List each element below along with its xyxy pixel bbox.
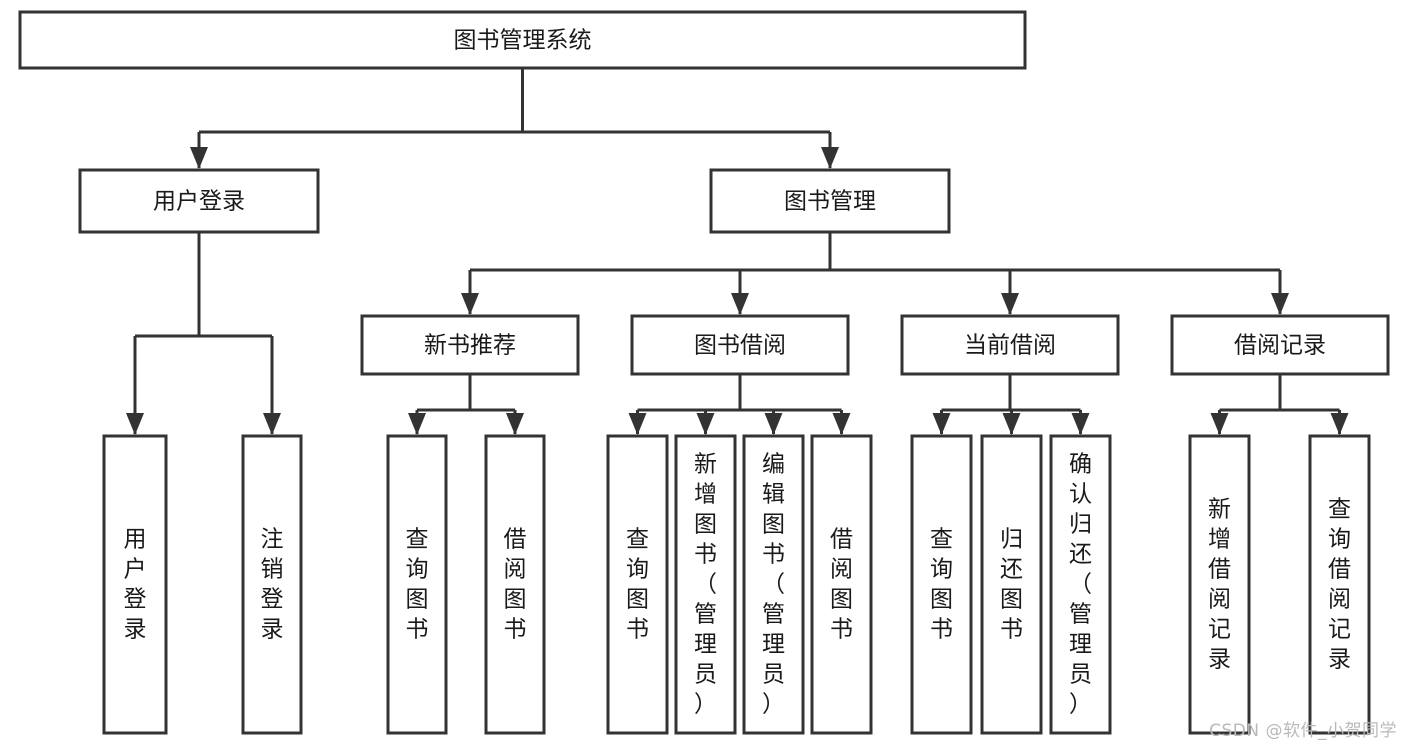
root-node-label: 图书管理系统 [454,28,592,54]
arrow-head-icon [932,413,951,435]
leaf-node-5[interactable]: 查询图书 [606,434,669,735]
connector-layer [126,68,1349,435]
arrow-head-icon [506,413,524,435]
node-layer: 图书管理系统用户登录图书管理新书推荐图书借阅当前借阅借阅记录用户登录注销登录查询… [18,10,1390,735]
level3-node-label: 借阅记录 [1234,333,1326,359]
arrow-head-icon [731,293,749,315]
leaf-node-box[interactable] [1308,434,1371,735]
leaf-node-7[interactable]: 编辑图书（管理员） [742,434,805,735]
arrow-head-icon [263,413,281,435]
arrow-head-icon [461,293,479,315]
leaf-node-box[interactable] [980,434,1043,735]
leaf-node-box[interactable] [674,434,737,735]
leaf-node-label: 借阅图书 [830,526,853,642]
leaf-node-box[interactable] [910,434,973,735]
leaf-node-12[interactable]: 新增借阅记录 [1188,434,1251,735]
leaf-node-box[interactable] [484,434,546,735]
arrow-head-icon [1330,413,1349,435]
arrow-head-icon [764,413,783,435]
leaf-node-label: 归还图书 [1000,526,1023,642]
level3-node-box[interactable] [360,314,580,376]
leaf-node-3[interactable]: 查询图书 [386,434,448,735]
arrow-head-icon [126,413,144,435]
leaf-node-1[interactable]: 用户登录 [102,434,168,735]
level3-node-label: 新书推荐 [424,333,516,359]
arrow-head-icon [1271,293,1289,315]
leaf-node-box[interactable] [241,434,303,735]
root-node-box[interactable] [18,10,1027,70]
leaf-node-10[interactable]: 归还图书 [980,434,1043,735]
level2-node-label: 用户登录 [153,189,245,215]
leaf-node-box[interactable] [606,434,669,735]
level2-node-label: 图书管理 [784,189,876,215]
leaf-node-label: 查询图书 [406,526,429,642]
leaf-node-label: 新增图书（管理员） [694,451,717,717]
level3-node-2[interactable]: 图书借阅 [630,314,850,376]
arrow-head-icon [832,413,851,435]
leaf-node-label: 查询借阅记录 [1328,496,1351,672]
level3-node-4[interactable]: 借阅记录 [1170,314,1390,376]
leaf-node-box[interactable] [1049,434,1112,735]
arrow-head-icon [1210,413,1229,435]
level3-node-label: 图书借阅 [694,333,786,359]
leaf-node-box[interactable] [810,434,873,735]
leaf-node-label: 用户登录 [124,526,147,642]
arrow-head-icon [696,413,715,435]
level3-node-3[interactable]: 当前借阅 [900,314,1120,376]
arrow-head-icon [1001,293,1019,315]
root-node-1[interactable]: 图书管理系统 [18,10,1027,70]
leaf-node-2[interactable]: 注销登录 [241,434,303,735]
leaf-node-box[interactable] [742,434,805,735]
leaf-node-box[interactable] [1188,434,1251,735]
leaf-node-label: 查询图书 [626,526,649,642]
arrow-head-icon [1071,413,1090,435]
leaf-node-box[interactable] [102,434,168,735]
leaf-node-13[interactable]: 查询借阅记录 [1308,434,1371,735]
level3-node-label: 当前借阅 [964,333,1056,359]
leaf-node-label: 新增借阅记录 [1208,496,1231,672]
arrow-head-icon [408,413,426,435]
leaf-node-9[interactable]: 查询图书 [910,434,973,735]
arrow-head-icon [628,413,647,435]
level3-node-1[interactable]: 新书推荐 [360,314,580,376]
level2-node-box[interactable] [78,168,320,234]
arrow-head-icon [821,147,839,169]
level2-node-box[interactable] [709,168,951,234]
leaf-node-4[interactable]: 借阅图书 [484,434,546,735]
leaf-node-8[interactable]: 借阅图书 [810,434,873,735]
leaf-node-11[interactable]: 确认归还（管理员） [1049,434,1112,735]
leaf-node-label: 确认归还（管理员） [1069,451,1092,717]
level3-node-box[interactable] [900,314,1120,376]
arrow-head-icon [1002,413,1021,435]
leaf-node-label: 借阅图书 [504,526,527,642]
leaf-node-label: 注销登录 [261,526,284,642]
leaf-node-label: 查询图书 [930,526,953,642]
leaf-node-box[interactable] [386,434,448,735]
leaf-node-6[interactable]: 新增图书（管理员） [674,434,737,735]
level2-node-1[interactable]: 用户登录 [78,168,320,234]
level2-node-2[interactable]: 图书管理 [709,168,951,234]
arrow-head-icon [190,147,208,169]
leaf-node-label: 编辑图书（管理员） [762,451,785,717]
level3-node-box[interactable] [1170,314,1390,376]
level3-node-box[interactable] [630,314,850,376]
